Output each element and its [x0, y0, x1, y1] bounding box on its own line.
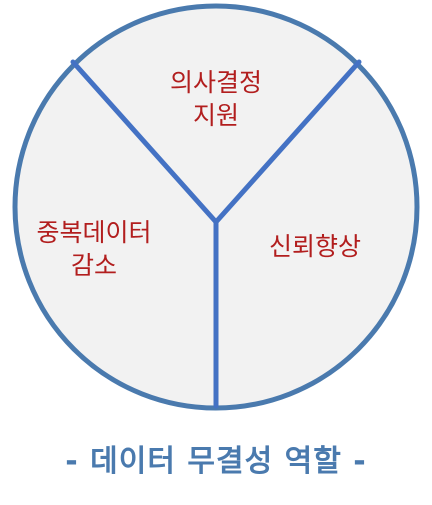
- segment-label-decision-support: 의사결정 지원: [116, 66, 316, 132]
- segment-label-line: 중복데이터: [36, 218, 152, 247]
- segment-label-duplicate-reduction: 중복데이터 감소: [10, 216, 178, 282]
- segment-label-line: 감소: [70, 251, 117, 280]
- segment-label-line: 신뢰향상: [268, 232, 361, 261]
- segment-label-trust-improvement: 신뢰향상: [240, 230, 390, 263]
- pie-diagram: [12, 3, 420, 411]
- segment-label-line: 지원: [192, 101, 239, 130]
- diagram-caption: - 데이터 무결성 역할 -: [65, 444, 367, 479]
- divider-left: [70, 59, 219, 225]
- segment-label-line: 의사결정: [169, 68, 262, 97]
- divider-right: [213, 59, 362, 225]
